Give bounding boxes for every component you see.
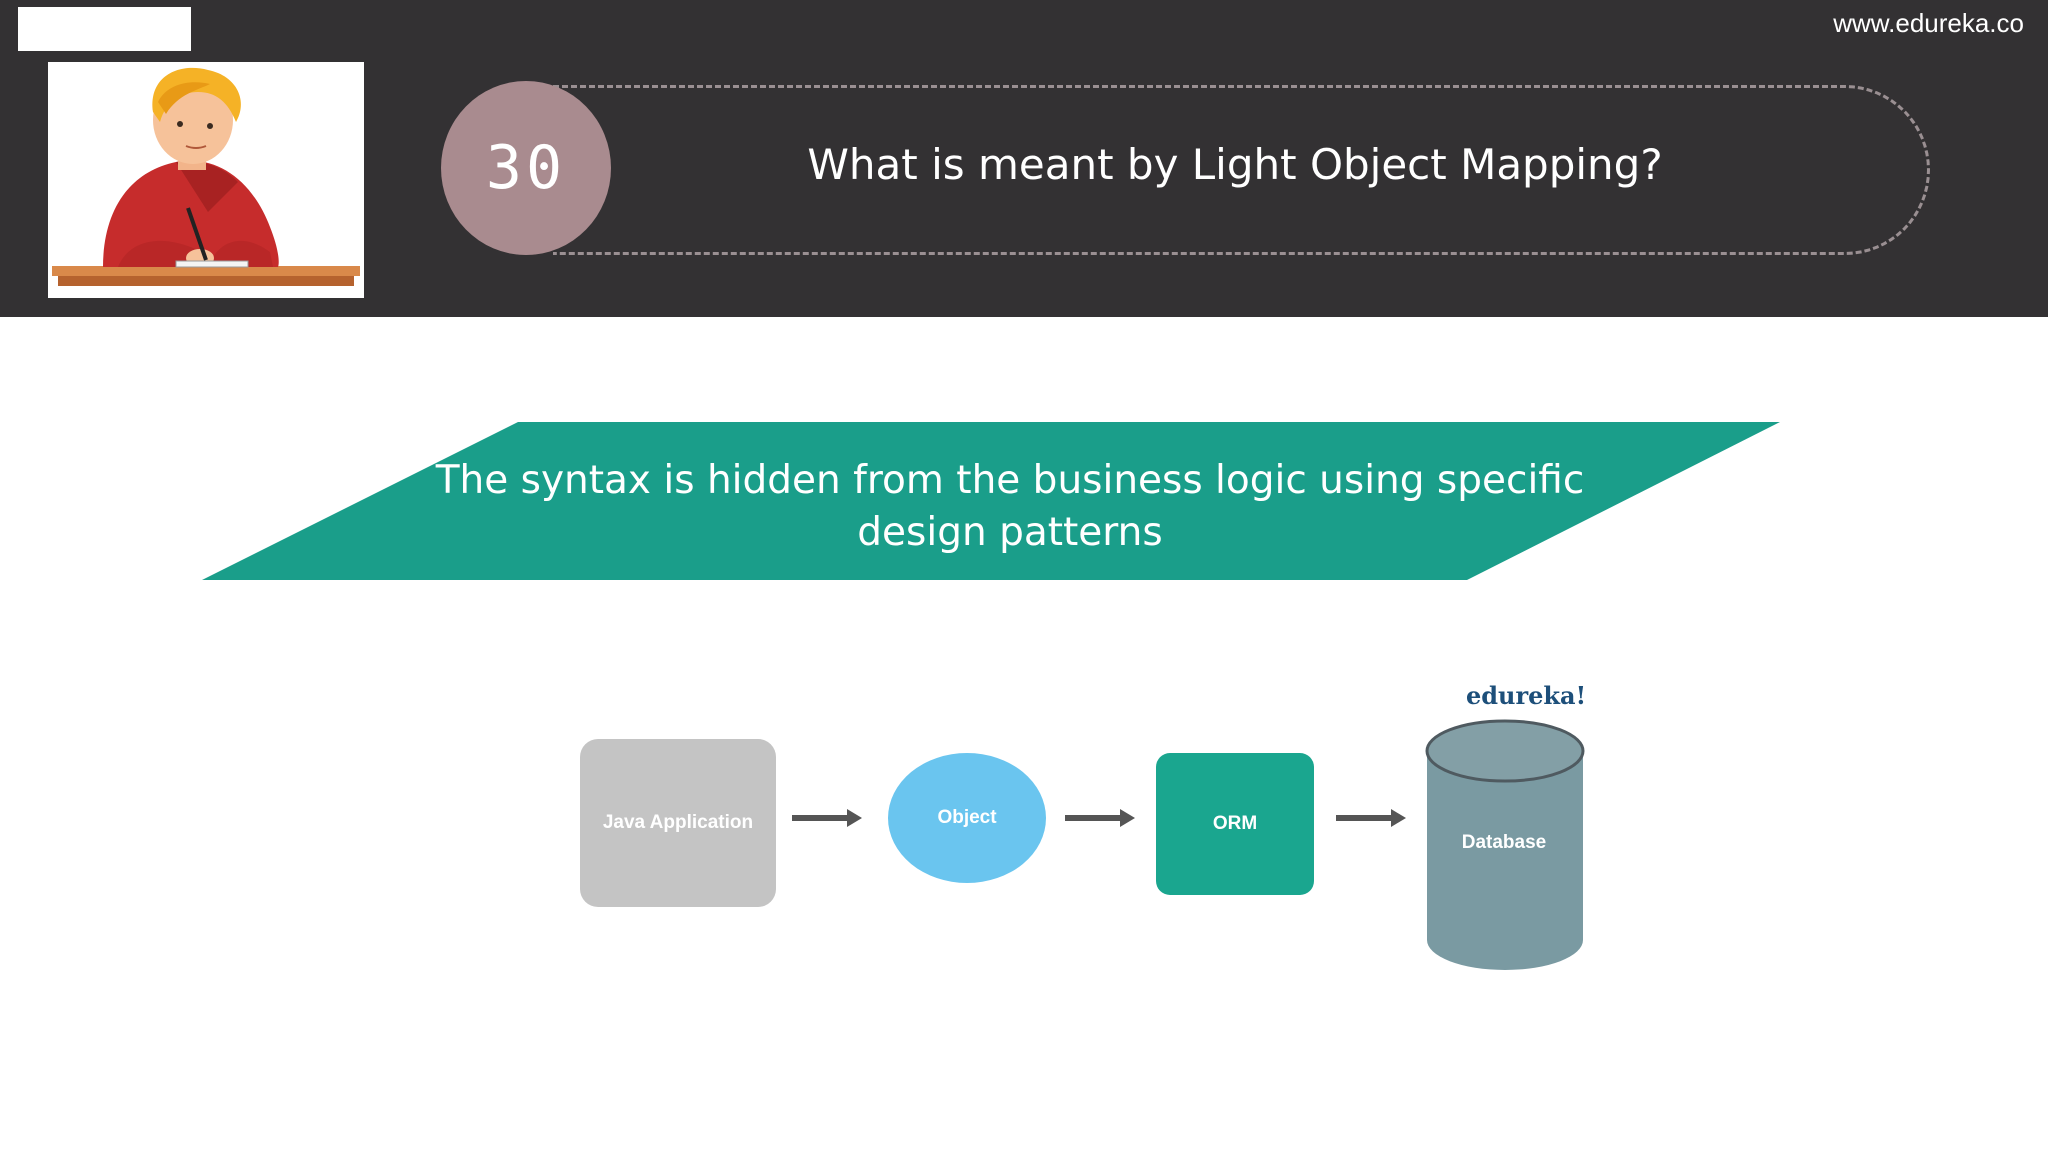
right-arrow-icon	[1336, 809, 1406, 827]
node-label: ORM	[1212, 813, 1258, 834]
person-writing-illustration	[48, 62, 364, 298]
answer-line-2: design patterns	[857, 510, 1163, 555]
node-label: Java Application	[602, 812, 754, 833]
question-number: 30	[485, 133, 567, 203]
question-title: What is meant by Light Object Mapping?	[807, 140, 1663, 189]
edureka-brand: edureka!	[1466, 681, 1587, 710]
node-database-label: Database	[1461, 832, 1547, 853]
node-java-application: Java Application	[580, 739, 776, 907]
answer-banner-text: The syntax is hidden from the business l…	[400, 455, 1620, 559]
right-arrow-icon	[792, 809, 862, 827]
slide-header: www.edureka.co	[0, 0, 2048, 317]
answer-line-1: The syntax is hidden from the business l…	[435, 458, 1585, 503]
site-url: www.edureka.co	[1833, 8, 2024, 38]
blank-tab	[18, 7, 191, 51]
question-pill	[553, 85, 1930, 255]
node-object: Object	[888, 753, 1046, 883]
node-label: Object	[937, 807, 997, 828]
right-arrow-icon	[1065, 809, 1135, 827]
node-orm: ORM	[1156, 753, 1314, 895]
question-number-badge: 30	[441, 81, 611, 255]
